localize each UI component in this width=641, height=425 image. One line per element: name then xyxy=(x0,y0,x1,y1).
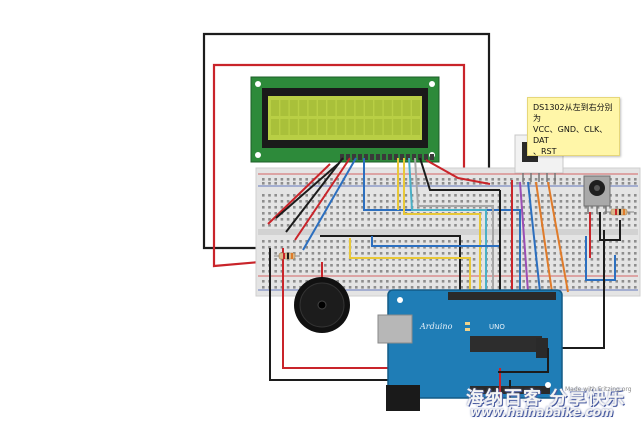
note-line-4: 、RST xyxy=(533,147,557,156)
wire-black-outer xyxy=(202,32,491,250)
digital-header xyxy=(448,292,556,300)
wire-red-outer xyxy=(212,63,466,268)
arduino-wires xyxy=(498,348,549,398)
resistor-left xyxy=(274,252,300,260)
watermark-url: www.hainabaike.com xyxy=(470,405,614,419)
usb-port xyxy=(377,314,413,344)
lcd-character-cells xyxy=(271,100,420,135)
ds1302-pin-note: DS1302从左到右分别 为 VCC、GND、CLK、DAT 、RST xyxy=(527,97,620,156)
power-jack xyxy=(386,385,420,411)
potentiometer xyxy=(583,175,611,214)
lcd-wires xyxy=(267,157,521,292)
atmega-chip xyxy=(470,336,542,352)
watermark-title: 海纳百客 分享快乐 xyxy=(466,388,626,409)
arduino-brand: Arduino xyxy=(419,322,453,331)
lcd-module xyxy=(250,76,440,163)
note-line-2: 为 xyxy=(533,114,541,123)
icsp-header xyxy=(536,338,548,358)
buzzer xyxy=(294,277,350,333)
note-line-1: DS1302从左到右分别 xyxy=(533,103,613,112)
resistor-right xyxy=(604,208,634,216)
lcd-pins xyxy=(340,154,434,160)
note-line-3: VCC、GND、CLK、DAT xyxy=(533,125,608,145)
arduino-model: UNO xyxy=(489,323,505,331)
fritzing-credit: Made with Fritzing.org xyxy=(565,386,632,393)
